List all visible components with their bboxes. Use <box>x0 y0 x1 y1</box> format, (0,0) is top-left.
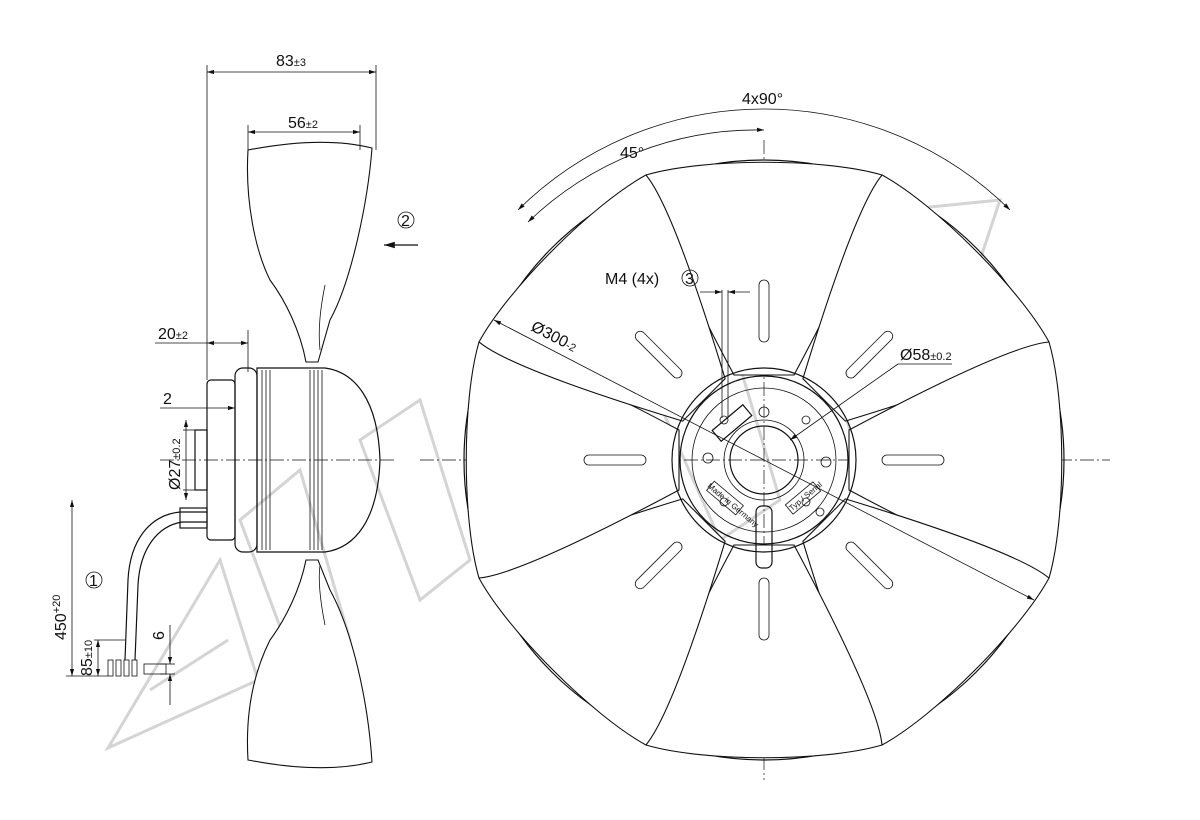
upper-blade <box>246 141 373 363</box>
cable <box>124 511 207 661</box>
callout-3: 3 <box>685 271 694 288</box>
callout-2-circle <box>397 211 415 229</box>
dim-blade-depth: 56±2 <box>288 115 318 132</box>
callout-3-circle <box>681 269 699 287</box>
callout-1: 1 <box>89 573 98 590</box>
dim-mounting-screws: M4 (4x) <box>605 271 659 288</box>
dim-blade-angle: 45° <box>620 145 644 162</box>
dim-shaft-diameter: Ø27±0.2 <box>167 438 184 490</box>
rotor-body <box>256 367 381 553</box>
dim-blade-spacing: 4x90° <box>742 91 783 108</box>
dim-hub-offset: 20±2 <box>158 326 188 343</box>
lower-blade <box>246 559 373 769</box>
dim-flange: 2 <box>163 391 172 408</box>
dim-hub-diameter: Ø58±0.2 <box>900 347 952 364</box>
wire-ends <box>107 659 167 677</box>
hub-made-in: Made in Germany <box>706 481 761 529</box>
dim-overall-depth: 83±3 <box>276 53 306 70</box>
callout-2: 2 <box>401 213 410 230</box>
front-view: ebmpapst Made in Germany Typ / Serial 4x… <box>420 91 1110 780</box>
callout-1-circle <box>85 571 103 589</box>
side-view: 83±3 56±2 20±2 2 Ø27±0.2 450+20 85±10 <box>51 53 418 769</box>
dim-wire-end: 6 <box>151 631 168 640</box>
dim-stripped-length: 85±10 <box>79 640 96 676</box>
hub-type-label: Typ / Serial <box>787 480 824 513</box>
dim-cable-length: 450+20 <box>51 595 70 640</box>
